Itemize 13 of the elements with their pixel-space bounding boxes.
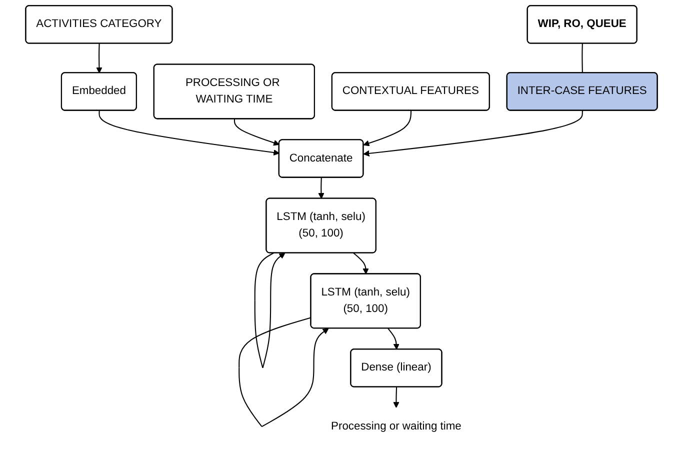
arrow (353, 252, 369, 274)
node-text: Processing or waiting time (331, 420, 462, 432)
arrow (96, 44, 102, 74)
connector (582, 44, 583, 73)
arrow (318, 178, 324, 199)
arrow (238, 317, 329, 427)
arrow (363, 110, 412, 146)
arrow (234, 119, 280, 146)
arrow (98, 110, 280, 156)
arrow (393, 387, 400, 408)
arrow (363, 110, 583, 157)
arrow (254, 252, 286, 368)
arrow (388, 328, 400, 350)
